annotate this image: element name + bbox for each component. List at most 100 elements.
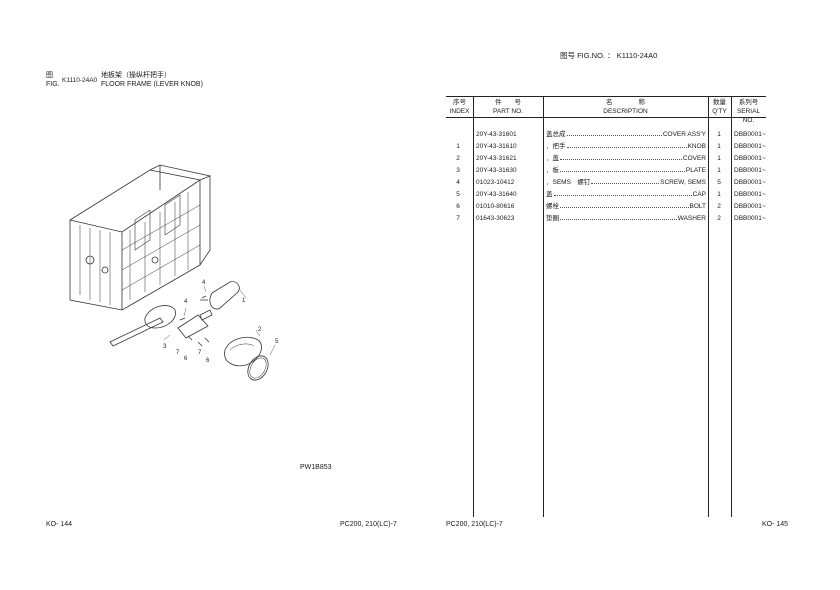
leader-dots [566, 146, 687, 148]
row-part-no: 20Y-43-31621 [476, 155, 517, 162]
row-serial: DBB0001~ [734, 143, 766, 150]
row-qty: 2 [717, 203, 721, 210]
header-serial-cn: 系列号 [738, 99, 759, 106]
row-part-no: 01643-30623 [476, 215, 515, 222]
row-part-no: 01010-80616 [476, 203, 515, 210]
header-qty-cn: 数量 [713, 99, 726, 106]
table-row: 2 20Y-43-31621 ．盖 COVER 1 DBB0001~ [446, 153, 766, 165]
callout-5: 5 [275, 339, 279, 345]
fig-name-cn: 地板架（操纵杆把手） [101, 72, 171, 79]
row-part-no: 20Y-43-31601 [476, 131, 517, 138]
row-description: 盖 CAP [546, 189, 706, 200]
row-part-no: 01023-10412 [476, 179, 515, 186]
table-row: 7 01643-30623 垫圈 WASHER 2 DBB0001~ [446, 213, 766, 225]
row-description: ．板 PLATE [546, 165, 706, 176]
row-desc-en: KNOB [687, 143, 706, 150]
row-serial: DBB0001~ [734, 167, 766, 174]
header-index-en: INDEX [449, 108, 470, 115]
row-desc-en: SCREW, SEMS [660, 179, 706, 186]
table-row: 3 20Y-43-31630 ．板 PLATE 1 DBB0001~ [446, 165, 766, 177]
leader-dots [560, 158, 682, 160]
row-description: 垫圈 WASHER [546, 213, 706, 224]
row-serial: DBB0001~ [734, 215, 766, 222]
row-qty: 1 [717, 191, 721, 198]
row-serial: DBB0001~ [734, 155, 766, 162]
row-desc-en: PLATE [685, 167, 706, 174]
header-divider [446, 117, 766, 118]
header-part-no: 件 号 PART NO. [473, 98, 543, 116]
row-desc-cn: 垫圈 [546, 215, 559, 222]
header-desc-en: DESCRIPTION [603, 108, 648, 115]
callout-7a: 7 [176, 350, 180, 356]
fig-name-en: FLOOR FRAME (LEVER KNOB) [101, 81, 203, 88]
model-left: PC200, 210(LC)-7 [340, 521, 397, 528]
row-desc-cn: 盖 [546, 191, 553, 198]
header-qty-en: Q'TY [712, 108, 727, 115]
row-part-no: 20Y-43-31610 [476, 143, 517, 150]
header-description: 名 称 DESCRIPTION [543, 98, 708, 116]
row-index: 1 [456, 143, 460, 150]
fig-code: K1110-24A0 [62, 77, 98, 84]
row-desc-cn: ．盖 [546, 155, 559, 162]
col-divider [543, 97, 544, 517]
row-qty: 1 [717, 155, 721, 162]
row-desc-cn: ．把手 [546, 143, 566, 150]
row-part-no: 20Y-43-31630 [476, 167, 517, 174]
header-part-en: PART NO. [493, 108, 523, 115]
row-index: 4 [456, 179, 460, 186]
callout-7b: 7 [198, 350, 202, 356]
row-part-no: 20Y-43-31640 [476, 191, 517, 198]
header-qty: 数量 Q'TY [708, 98, 731, 116]
table-row: 4 01023-10412 ．SEMS 螺钉 SCREW, SEMS 5 DBB0001~ [446, 177, 766, 189]
row-serial: DBB0001~ [734, 203, 766, 210]
row-description: ．把手 KNOB [546, 141, 706, 152]
page-number-left: KO- 144 [46, 521, 73, 528]
row-qty: 2 [717, 215, 721, 222]
parts-illustration: 1 2 3 4 4 5 6 6 7 7 [69, 164, 279, 381]
header-desc-cn: 名 称 [606, 99, 645, 106]
col-divider [473, 97, 474, 517]
row-desc-en: WASHER [677, 215, 706, 222]
col-divider [731, 97, 732, 517]
row-desc-en: COVER [682, 155, 706, 162]
row-serial: DBB0001~ [734, 179, 766, 186]
header-index-cn: 序号 [453, 99, 466, 106]
row-index: 5 [456, 191, 460, 198]
row-description: ．SEMS 螺钉 SCREW, SEMS [546, 177, 706, 188]
row-index: 3 [456, 167, 460, 174]
leader-dots [566, 134, 662, 136]
table-row: 5 20Y-43-31640 盖 CAP 1 DBB0001~ [446, 189, 766, 201]
header-index: 序号 INDEX [446, 98, 473, 116]
page-number-right: KO- 145 [762, 521, 789, 528]
row-description: ．盖 COVER [546, 153, 706, 164]
row-desc-cn: 盖总成 [546, 131, 566, 138]
illustration-code: PW1B853 [300, 464, 332, 471]
callout-4b: 4 [184, 299, 188, 305]
parts-table: 序号 INDEX 件 号 PART NO. 名 称 DESCRIPTION 数量… [446, 96, 766, 517]
row-qty: 1 [717, 167, 721, 174]
row-desc-en: CAP [692, 191, 706, 198]
row-desc-cn: ．SEMS 螺钉 [546, 179, 591, 186]
row-index: 2 [456, 155, 460, 162]
callout-3: 3 [163, 344, 167, 350]
header-part-cn: 件 号 [495, 99, 521, 106]
row-desc-en: COVER ASS'Y [662, 131, 706, 138]
row-qty: 1 [717, 143, 721, 150]
row-desc-cn: ．板 [546, 167, 559, 174]
row-description: 盖总成 COVER ASS'Y [546, 129, 706, 140]
leader-dots [560, 218, 677, 220]
leader-dots [553, 194, 692, 196]
row-qty: 5 [717, 179, 721, 186]
callout-2: 2 [258, 327, 262, 333]
row-index: 7 [456, 215, 460, 222]
leader-dots [560, 206, 689, 208]
leader-dots [591, 182, 660, 184]
callout-1: 1 [242, 298, 246, 304]
row-serial: DBB0001~ [734, 191, 766, 198]
leader-dots [560, 170, 685, 172]
row-desc-cn: 螺栓 [546, 203, 559, 210]
callout-6b: 6 [206, 358, 210, 364]
